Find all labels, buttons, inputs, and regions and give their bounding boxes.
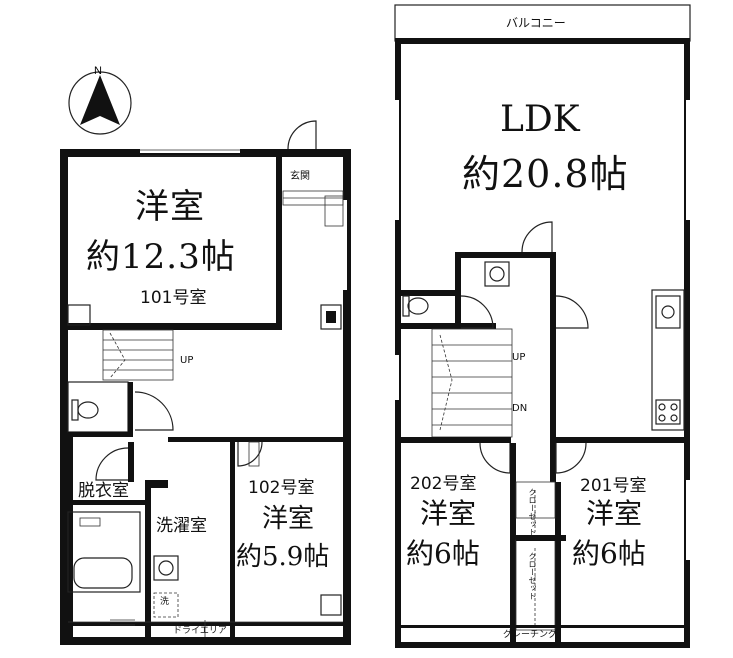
sentakushitsu-label: 洗濯室: [156, 516, 207, 536]
datsuijo-label: 脱衣室: [78, 481, 129, 501]
floor2-stairs-down-label: DN: [512, 403, 528, 414]
room-202-type: 洋室: [420, 497, 477, 530]
dry-area-label: ドライエリア: [173, 626, 227, 636]
room-202-size: 約6帖: [406, 537, 480, 570]
room-102-number: 102号室: [248, 478, 315, 498]
sentaku-mark-label: 洗: [160, 597, 170, 607]
floor1-plan: [60, 120, 351, 645]
room-101-number: 101号室: [140, 288, 207, 308]
compass-north-label: N: [94, 65, 102, 77]
grating-label: グレーチング: [503, 630, 558, 640]
closet-b-label: クローゼット: [528, 552, 537, 600]
ldk-type: LDK: [500, 99, 580, 140]
floor2-stairs-up-label: UP: [512, 352, 526, 363]
compass-icon: N: [68, 65, 132, 135]
genkan-label: 玄関: [290, 171, 310, 182]
room-101-size: 約12.3帖: [86, 237, 236, 277]
room-201-size: 約6帖: [572, 537, 646, 570]
room-201-number: 201号室: [580, 476, 647, 496]
floor2-plan: [394, 4, 691, 648]
ldk-size: 約20.8帖: [462, 152, 629, 196]
room-202-number: 202号室: [410, 474, 477, 494]
floor1-stairs-up-label: UP: [180, 355, 194, 366]
closet-a-label: クローゼット: [528, 488, 537, 536]
room-201-type: 洋室: [586, 497, 643, 530]
balcony-label: バルコニー: [506, 16, 566, 30]
room-102-type: 洋室: [262, 504, 315, 534]
room-102-size: 約5.9帖: [236, 542, 330, 572]
room-101-type: 洋室: [135, 187, 205, 227]
